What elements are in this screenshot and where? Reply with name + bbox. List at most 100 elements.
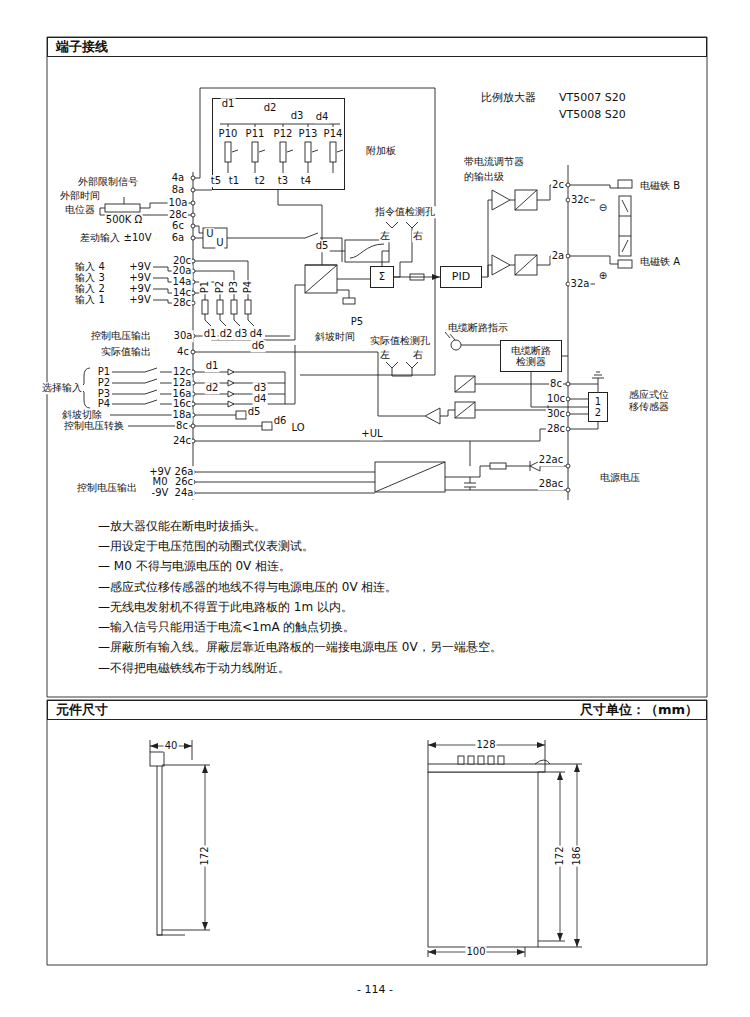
label-text: t2: [254, 175, 266, 187]
label-text: 实际值输出: [100, 346, 152, 358]
wire: [470, 477, 471, 483]
wire: [265, 336, 290, 337]
wire: [538, 941, 565, 942]
component-symbol: [490, 463, 506, 469]
wire: [193, 482, 375, 483]
component-symbol: [428, 764, 545, 772]
label-text: P12: [273, 128, 294, 140]
wire: [193, 352, 425, 416]
label-text: 18a: [172, 409, 193, 421]
wire: [386, 362, 398, 368]
wire: [506, 466, 530, 467]
label-text: 172: [199, 845, 211, 866]
section-header: 元件尺寸尺寸单位：（mm）: [47, 700, 707, 720]
label-text: 8c: [549, 378, 563, 390]
label-text: P14: [323, 128, 344, 140]
label-text: d1: [205, 360, 220, 372]
wire: [406, 222, 418, 228]
component-symbol: [231, 300, 237, 314]
component-symbol: [280, 142, 286, 162]
label-text: 斜坡切除: [61, 409, 103, 421]
wire: [312, 150, 318, 152]
label-text: d1: [221, 98, 236, 110]
label-text: +UL: [360, 428, 383, 440]
component-symbol: [515, 255, 537, 275]
label-text: 14a: [172, 276, 193, 288]
label-text: 选择输入: [41, 382, 83, 394]
wire: [428, 950, 429, 957]
label-text: 左: [379, 349, 391, 361]
label-text: d3: [290, 110, 305, 122]
label-text: 128: [475, 739, 496, 751]
wire: [157, 935, 185, 936]
label-text: P2: [214, 280, 226, 294]
node-text: 2: [595, 407, 601, 419]
component-symbol: [458, 756, 464, 764]
label-text: d1: [203, 328, 218, 340]
component-symbol: [305, 265, 337, 293]
label-text: 28c: [168, 209, 188, 221]
label-text: d4: [249, 328, 264, 340]
terminal-dot: [191, 213, 195, 217]
label-text: 输入 4: [74, 261, 106, 273]
wire: [535, 760, 550, 764]
wire: [598, 378, 599, 384]
component-symbol: [262, 422, 272, 430]
label-text: +9V: [128, 261, 152, 273]
label-text: 100: [465, 946, 486, 958]
component-symbol: [202, 300, 208, 314]
wire: [350, 244, 384, 258]
label-text: U: [205, 228, 214, 240]
component-symbol: [515, 190, 537, 210]
terminal-dot: [191, 424, 195, 428]
label-text: 12c: [172, 366, 192, 378]
label-text: VT5008 S20: [558, 109, 627, 122]
label-text: +9V: [128, 294, 152, 306]
wire: [428, 740, 429, 764]
wire: [392, 368, 412, 376]
amplifier-symbol: [228, 401, 234, 407]
wire: [515, 255, 537, 275]
note-line: —不得把电磁铁线布于动力线附近。: [97, 662, 291, 676]
component-symbol: [217, 300, 223, 314]
wire: [488, 265, 492, 277]
wire: [337, 290, 349, 298]
wire: [193, 261, 248, 300]
wire: [562, 356, 568, 357]
wire: [470, 441, 471, 466]
amplifier-symbol: [425, 408, 440, 424]
label-text: 32a: [570, 278, 591, 290]
label-text: d5: [315, 240, 330, 252]
wire: [305, 265, 337, 293]
wire: [112, 368, 157, 372]
wire: [278, 190, 322, 265]
label-text: 4a: [171, 172, 186, 184]
node-text: 1: [595, 396, 601, 408]
wire: [248, 314, 249, 320]
wire: [162, 930, 210, 931]
label-text: d6: [273, 415, 288, 427]
wire: [232, 150, 238, 152]
label-text: t5: [210, 175, 222, 187]
amplifier-symbol: [228, 391, 234, 397]
label-text: 控制电压转换: [63, 420, 125, 432]
terminal-dot: [566, 412, 570, 416]
wire: [47, 37, 707, 697]
wire: [220, 124, 340, 125]
wire: [283, 124, 284, 127]
wire: [545, 764, 582, 765]
terminal-dot: [566, 488, 570, 492]
label-text: P3: [228, 280, 240, 294]
terminal-dot: [191, 350, 195, 354]
label-text: P13: [298, 128, 319, 140]
label-text: 32c: [570, 194, 590, 206]
component-symbol: [225, 142, 231, 162]
wire: [568, 422, 598, 429]
label-text: 实际值检测孔: [369, 335, 431, 347]
label-text: 右: [412, 230, 424, 242]
wire: [228, 162, 229, 173]
wire: [193, 429, 568, 441]
block-box: 12感应式位 移传感器: [588, 392, 608, 422]
label-text: 4c: [176, 346, 190, 358]
label-text: 2a: [551, 250, 566, 262]
